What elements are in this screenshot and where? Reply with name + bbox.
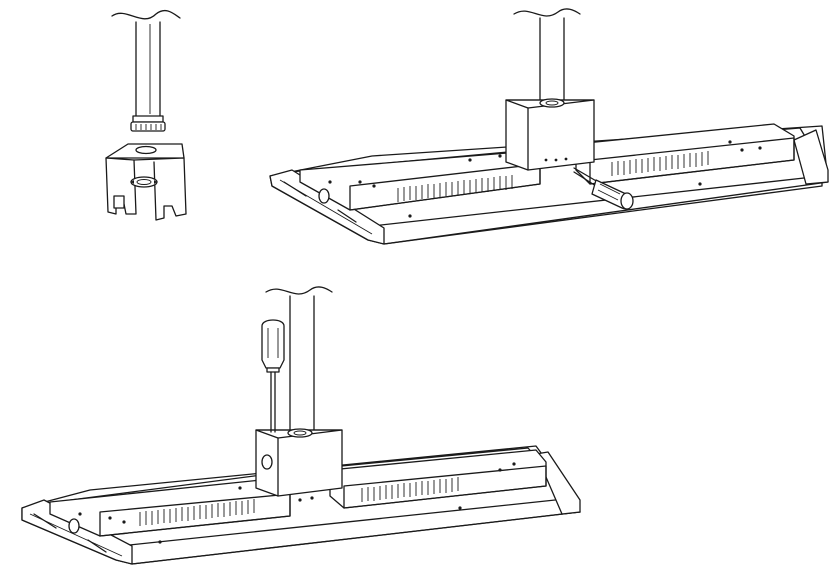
cooling-slots-right [361,477,459,502]
conduit-pipe [513,8,581,101]
conduit-pipe [111,10,181,117]
screwdriver-horizontal [573,167,634,210]
mounting-bracket [105,143,187,221]
step-3-panel [21,286,581,565]
junction-box [505,98,595,171]
junction-box [255,428,343,497]
conduit-pipe [265,286,333,431]
cooling-slots-right [611,151,709,176]
step-2-panel [269,8,829,245]
cooling-slots-left [397,175,513,202]
cooling-slots-left [139,499,255,526]
screwdriver-vertical [261,319,285,433]
threaded-hub-nut [130,115,166,132]
fixture-body [269,123,829,245]
step-1-panel [105,10,187,221]
